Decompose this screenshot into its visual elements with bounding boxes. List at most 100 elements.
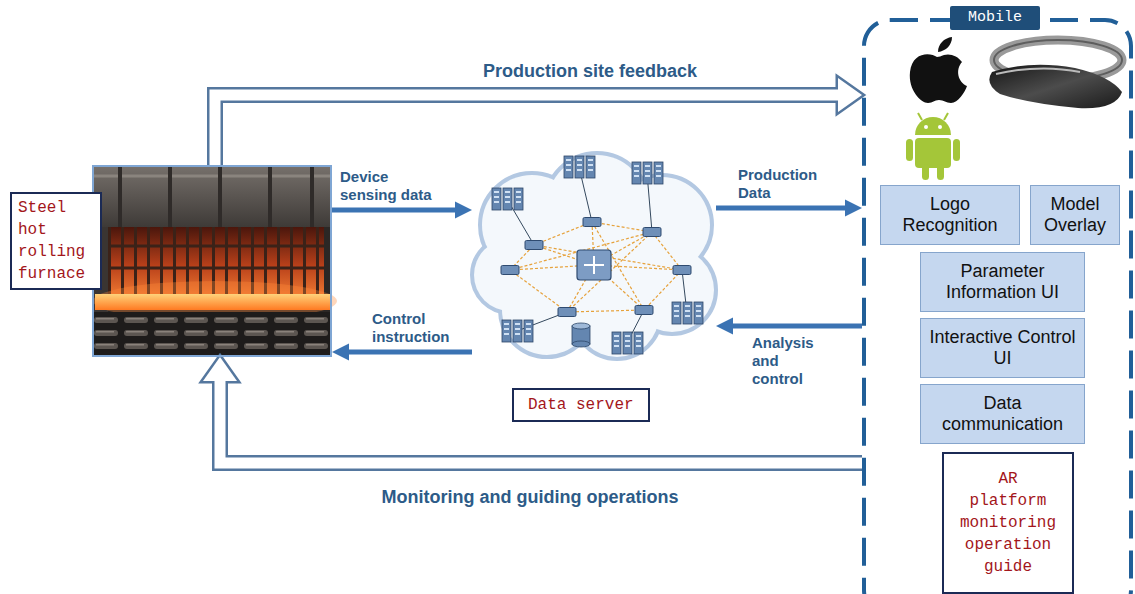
server-racks	[625, 340, 630, 342]
server-racks	[504, 333, 509, 335]
arrow-shaft	[716, 206, 848, 211]
server-racks	[566, 169, 571, 171]
network-mesh	[510, 222, 682, 312]
arrow-head-fill	[203, 357, 237, 381]
server-racks	[502, 320, 511, 342]
module-box: Logo Recognition	[880, 185, 1020, 245]
server-racks	[636, 340, 641, 342]
arrow-head	[716, 318, 733, 335]
cloud-shape	[472, 150, 716, 360]
dashed-outline	[864, 20, 1131, 594]
server-racks	[696, 310, 701, 312]
furnace-photo	[218, 165, 222, 227]
server-racks	[672, 302, 681, 324]
furnace-photo	[92, 165, 337, 357]
server-racks	[696, 305, 701, 307]
server-racks	[588, 159, 593, 161]
server-racks	[612, 332, 621, 354]
server-racks	[577, 159, 582, 161]
platform-label: AR platform monitoring operation guide	[958, 468, 1058, 578]
server-racks	[566, 159, 571, 161]
server-racks	[566, 164, 571, 166]
server-racks	[654, 162, 663, 184]
server-racks	[645, 165, 650, 167]
module-label: Data communication	[927, 393, 1078, 435]
server-racks	[504, 323, 509, 325]
server-racks	[614, 345, 619, 347]
network-mesh	[510, 270, 567, 312]
database-icon	[572, 341, 590, 347]
server-racks	[623, 332, 632, 354]
server-racks	[514, 188, 523, 210]
server-racks	[513, 320, 522, 342]
server-racks	[685, 310, 690, 312]
cloud-outline	[527, 190, 667, 330]
server-cloud: Data server	[472, 150, 716, 360]
server-racks	[645, 170, 650, 172]
furnace-photo	[108, 267, 324, 270]
server-racks	[505, 201, 510, 203]
rack-wires	[507, 167, 687, 343]
arrow-shaft-outline	[220, 381, 862, 463]
server-racks	[625, 345, 630, 347]
switch-icons	[558, 308, 576, 317]
server-racks	[685, 305, 690, 307]
hololens-icon	[989, 65, 1122, 108]
furnace-photo	[268, 165, 272, 227]
database-icon	[572, 323, 590, 329]
server-racks	[634, 165, 639, 167]
furnace-photo	[108, 245, 324, 248]
cloud-outline	[474, 155, 714, 357]
module-box: Model Overlay	[1030, 185, 1120, 245]
furnace-photo	[92, 314, 332, 357]
flow-arrow	[332, 202, 472, 219]
edge-label: Production site feedback	[440, 60, 740, 82]
module-box: Parameter Information UI	[920, 252, 1085, 312]
switch-icons	[525, 241, 543, 250]
arrow-shaft	[332, 208, 458, 213]
module-label: Parameter Information UI	[927, 261, 1078, 303]
mobile-panel: MobileLogo RecognitionModel OverlayParam…	[862, 18, 1133, 594]
arrow-head	[455, 202, 472, 219]
cloud-fill	[527, 190, 667, 330]
server-racks	[516, 191, 521, 193]
server-racks	[634, 175, 639, 177]
flow-arrow	[332, 344, 472, 361]
arrow-head-outline	[838, 78, 862, 112]
arrow-head	[332, 344, 349, 361]
server-racks	[516, 201, 521, 203]
server-racks	[515, 328, 520, 330]
server-racks	[577, 169, 582, 171]
android-logo	[938, 125, 942, 129]
equipment-label: Steel hot rolling furnace	[10, 192, 102, 290]
server-racks	[505, 196, 510, 198]
network-mesh	[567, 232, 652, 312]
core-switch	[577, 250, 611, 280]
android-logo	[906, 113, 960, 180]
server-racks	[504, 328, 509, 330]
server-racks	[516, 196, 521, 198]
switch-icons	[673, 266, 691, 275]
server-label: Data server	[512, 388, 650, 422]
android-logo	[953, 139, 960, 161]
module-label: Model Overlay	[1037, 194, 1113, 236]
server-racks	[636, 335, 641, 337]
furnace-photo	[92, 165, 332, 227]
server-racks	[503, 188, 512, 210]
server-racks	[625, 335, 630, 337]
server-racks	[685, 315, 690, 317]
server-racks	[656, 165, 661, 167]
server-racks	[526, 323, 531, 325]
server-racks	[636, 345, 641, 347]
furnace-photo	[92, 175, 332, 178]
server-racks	[492, 156, 703, 354]
android-logo	[944, 113, 948, 120]
android-logo	[906, 139, 913, 161]
arrow-shaft-outline	[215, 95, 838, 165]
switch-icons	[643, 228, 661, 237]
furnace-photo	[92, 312, 332, 357]
android-logo	[918, 113, 922, 120]
flow-arrow	[716, 318, 862, 335]
arrow-shaft-fill	[215, 95, 842, 165]
